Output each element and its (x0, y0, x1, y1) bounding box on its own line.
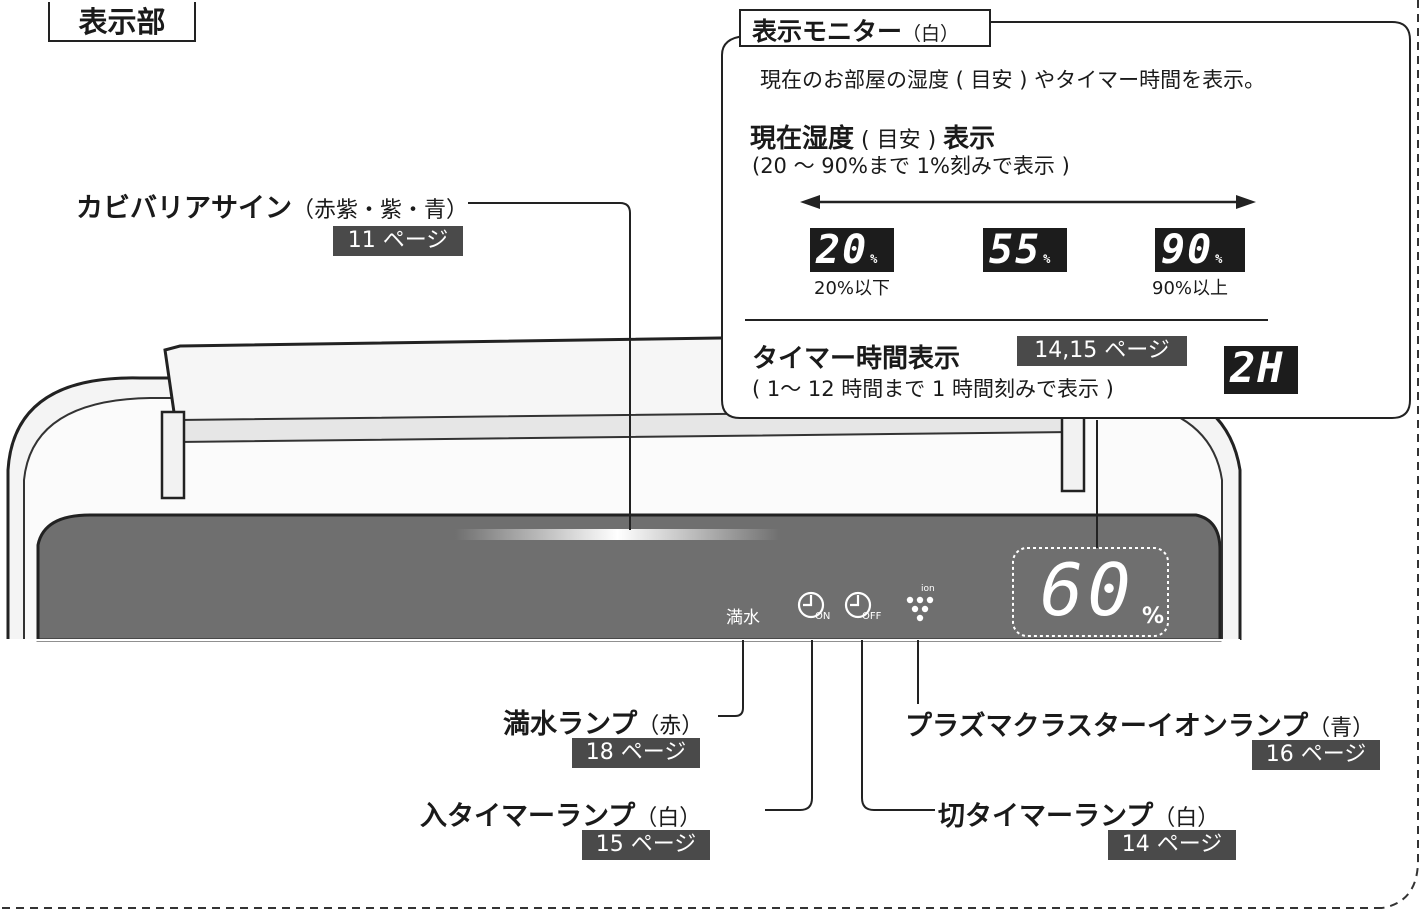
arrow-right-head (1236, 195, 1256, 209)
panel-ion-text: ion (921, 584, 935, 594)
on-timer-lamp-label: 入タイマーランプ（白） (420, 794, 701, 833)
kabi-barrier-label: カビバリアサイン（赤紫・紫・青） (76, 186, 468, 225)
section-title: 表示部 (48, 2, 196, 42)
timer-page-ref[interactable]: 14,15 ページ (1017, 336, 1187, 366)
humidity-heading: 現在湿度 ( 目安 ) 表示 (750, 118, 995, 155)
panel-on-text: ON (815, 611, 831, 622)
panel-humidity-unit: % (1142, 604, 1165, 629)
humidity-example-20-unit: % (870, 252, 878, 266)
mansui-lamp-label-text: 満水ランプ (503, 709, 638, 740)
display-dotted-outline (1012, 547, 1169, 637)
kabi-barrier-colors: （赤紫・紫・青） (292, 198, 469, 223)
humidity-example-90-caption: 90%以上 (1152, 278, 1229, 299)
off-timer-lamp-label-text: 切タイマーランプ (938, 801, 1154, 832)
leader-on-timer (765, 640, 813, 811)
kabi-barrier-page-ref[interactable]: 11 ページ (333, 226, 463, 256)
timer-range: ( 1～ 12 時間まで 1 時間刻みで表示 ) (752, 377, 1114, 401)
humidity-range: (20 ～ 90%まで 1%刻みで表示 ) (752, 154, 1070, 178)
monitor-title: 表示モニター（白） (752, 12, 959, 48)
leader-kabi (468, 202, 631, 530)
on-timer-lamp-colors: （白） (635, 806, 702, 831)
mansui-lamp-colors: （赤） (637, 714, 704, 739)
humidity-example-90: 90% (1155, 228, 1245, 272)
off-timer-lamp-page-ref[interactable]: 14 ページ (1108, 830, 1236, 860)
panel-mansui-text: 満水 (726, 608, 760, 628)
humidity-example-20-digits: 20 (816, 227, 869, 273)
panel-off-text: OFF (862, 611, 882, 622)
humidity-example-55: 55% (983, 228, 1067, 272)
plasma-lamp-label-text: プラズマクラスターイオンランプ (905, 711, 1309, 742)
handle-hinge-left (160, 410, 186, 500)
off-timer-lamp-label: 切タイマーランプ（白） (938, 794, 1219, 833)
humidity-example-55-unit: % (1043, 252, 1051, 266)
kabi-barrier-label-text: カビバリアサイン (76, 193, 292, 224)
humidity-example-55-digits: 55 (989, 227, 1042, 273)
off-timer-lamp-colors: （白） (1153, 806, 1220, 831)
on-timer-lamp-label-text: 入タイマーランプ (420, 801, 636, 832)
plasmacluster-icon (906, 596, 934, 622)
humidity-example-90-unit: % (1215, 252, 1223, 266)
kabi-barrier-light-strip (455, 529, 780, 540)
monitor-title-box (739, 9, 991, 47)
monitor-title-text: 表示モニター (752, 17, 903, 46)
mansui-lamp-label: 満水ランプ（赤） (503, 702, 703, 741)
on-timer-icon (797, 591, 825, 619)
monitor-description: 現在のお部屋の湿度 ( 目安 ) やタイマー時間を表示。 (760, 68, 1266, 92)
plasma-lamp-page-ref[interactable]: 16 ページ (1252, 740, 1380, 770)
panel-humidity-display: 60 (1040, 548, 1135, 632)
leader-mansui (718, 640, 744, 717)
plasma-lamp-colors: （青） (1308, 716, 1375, 741)
timer-heading: タイマー時間表示 (752, 344, 961, 374)
mansui-lamp-page-ref[interactable]: 18 ページ (572, 738, 700, 768)
humidity-example-20: 20% (810, 228, 894, 272)
on-timer-lamp-page-ref[interactable]: 15 ページ (582, 830, 710, 860)
monitor-title-color: （白） (902, 23, 960, 45)
humidity-heading-bold-1: 現在湿度 (750, 124, 855, 154)
humidity-heading-bold-2: 表示 (943, 124, 996, 154)
off-timer-icon (844, 591, 872, 619)
timer-example: 2H (1224, 346, 1298, 394)
arrow-left-head (800, 195, 820, 209)
humidity-example-90-digits: 90 (1161, 227, 1214, 273)
humidity-example-20-caption: 20%以下 (814, 278, 891, 299)
humidity-heading-thin: ( 目安 ) (854, 128, 944, 153)
plasma-lamp-label: プラズマクラスターイオンランプ（青） (905, 704, 1374, 743)
leader-off-timer (861, 640, 935, 811)
